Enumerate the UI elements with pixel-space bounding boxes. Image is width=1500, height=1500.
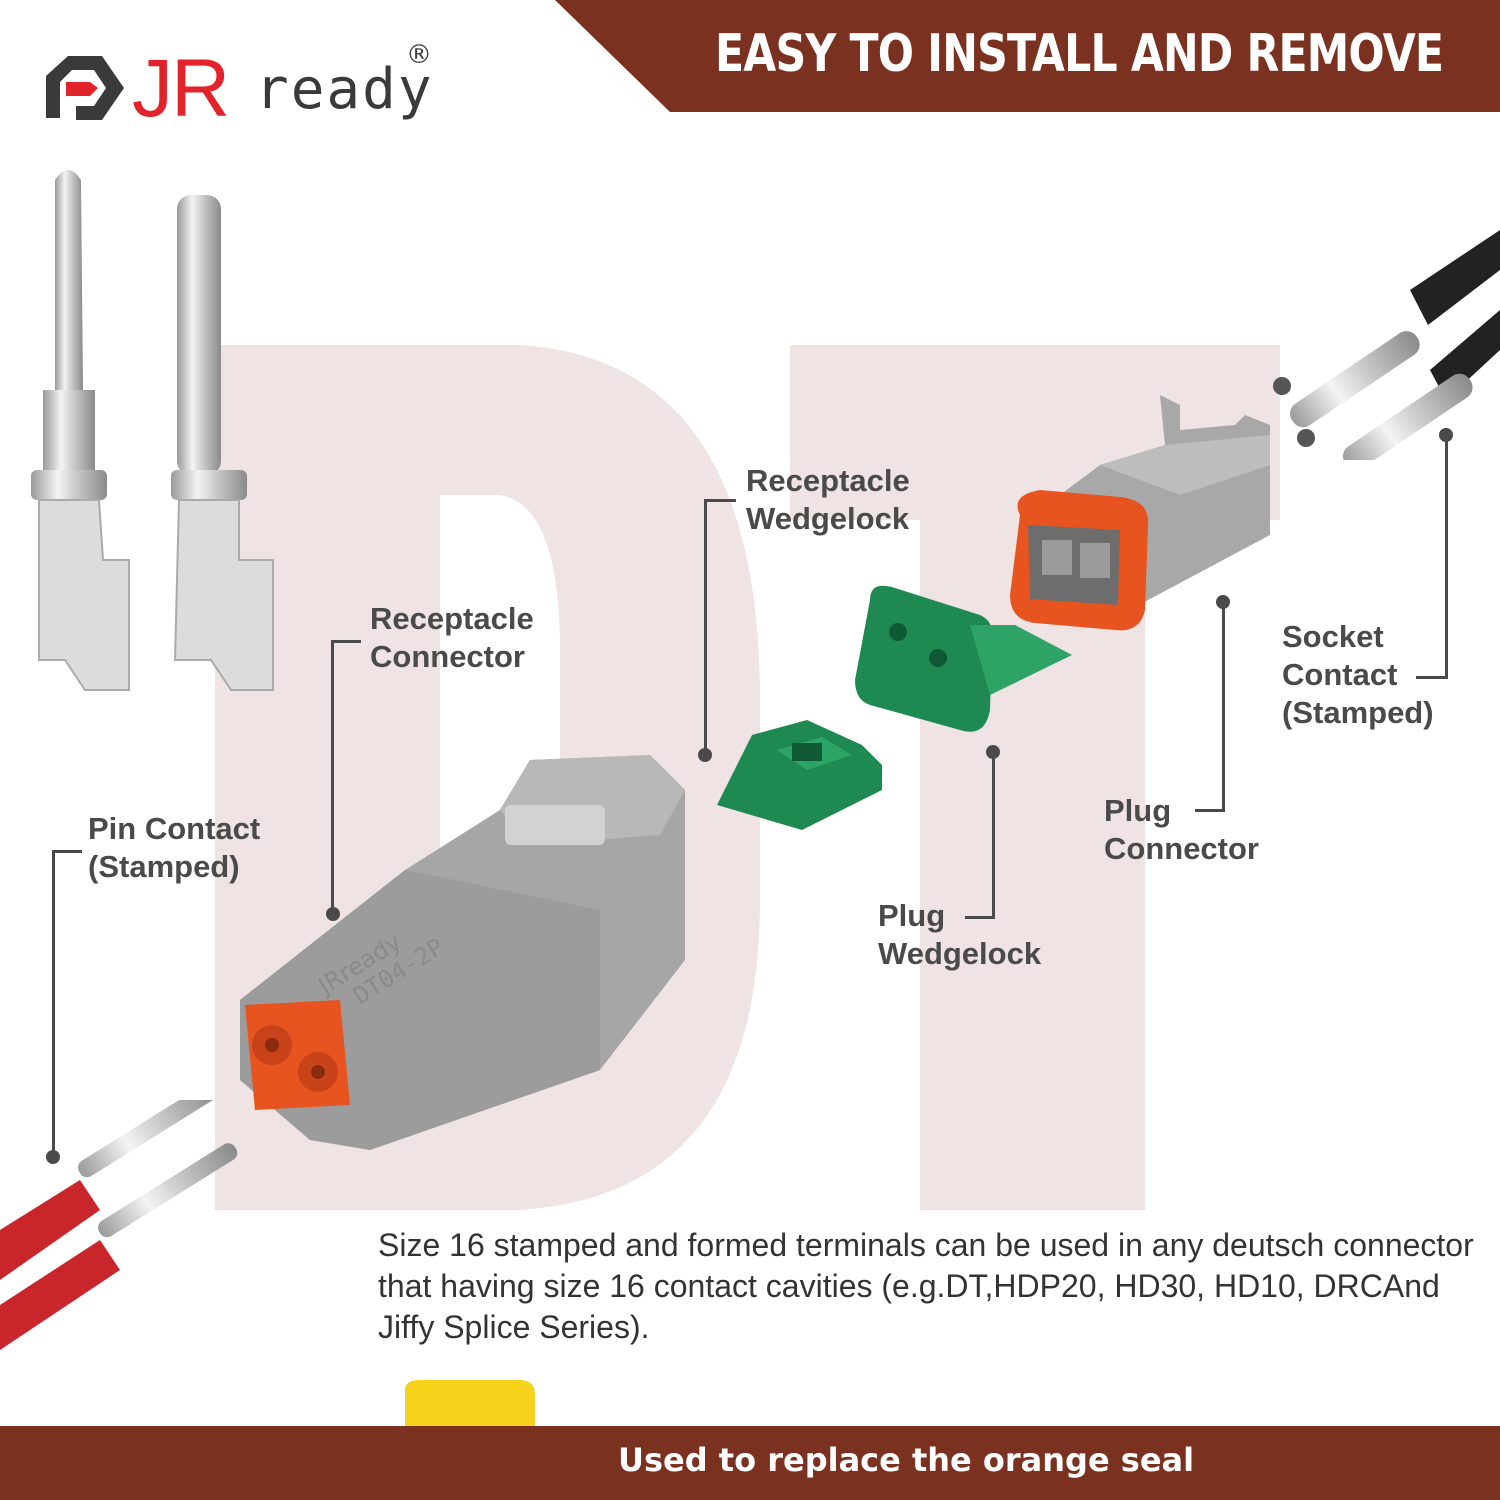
label-receptacle-connector: Receptacle Connector — [370, 601, 534, 674]
leader-plug-wedgelock-v — [992, 752, 995, 919]
footer-text: Used to replace the orange seal — [618, 1441, 1195, 1479]
leader-receptacle-wedgelock-h — [704, 499, 736, 502]
leader-plug-connector-v — [1222, 602, 1225, 812]
header-title: EASY TO INSTALL AND REMOVE — [715, 24, 1444, 84]
leader-plug-wedgelock-h — [965, 916, 995, 919]
header-banner — [555, 0, 1500, 112]
label-socket-contact: Socket Contact (Stamped) — [1282, 619, 1434, 730]
label-plug-wedgelock: Plug Wedgelock — [878, 898, 1042, 971]
pin-contacts-with-wires-image — [0, 1100, 238, 1350]
leader-plug-connector-h — [1195, 809, 1225, 812]
pin-and-socket-contacts-image — [31, 170, 274, 691]
brand-ready: ready — [255, 57, 434, 122]
footer-banner — [0, 1426, 1500, 1500]
leader-pin-contact-h — [52, 850, 82, 853]
leader-socket-contact-dot — [1439, 428, 1453, 442]
leader-plug-wedgelock-dot — [986, 745, 1000, 759]
socket-contacts-with-wires-image — [1273, 230, 1500, 460]
label-pin-contact: Pin Contact (Stamped) — [88, 811, 261, 884]
brand-logo: JR ready ® — [40, 40, 440, 140]
brand-jr: JR — [132, 43, 230, 134]
leader-receptacle-wedgelock-v — [704, 499, 707, 755]
leader-receptacle-wedgelock-dot — [698, 748, 712, 762]
label-receptacle-wedgelock: Receptacle Wedgelock — [746, 463, 910, 536]
description-text: Size 16 stamped and formed terminals can… — [378, 1227, 1474, 1345]
registered-mark: ® — [406, 40, 432, 70]
plug-connector-image — [1010, 395, 1270, 631]
plug-wedgelock-image — [855, 585, 1072, 732]
receptacle-connector-image: JRready DT04-2P — [240, 755, 685, 1150]
leader-pin-contact-v — [52, 850, 55, 1155]
leader-socket-contact-v — [1445, 435, 1448, 679]
brand-mark-icon — [46, 56, 124, 120]
leader-plug-connector-dot — [1216, 595, 1230, 609]
leader-receptacle-connector-h — [331, 640, 361, 643]
leader-receptacle-connector-dot — [326, 907, 340, 921]
receptacle-wedgelock-image — [717, 720, 882, 830]
leader-pin-contact-dot — [46, 1150, 60, 1164]
leader-receptacle-connector-v — [331, 640, 334, 912]
label-plug-connector: Plug Connector — [1104, 793, 1259, 866]
leader-socket-contact-h — [1416, 676, 1448, 679]
